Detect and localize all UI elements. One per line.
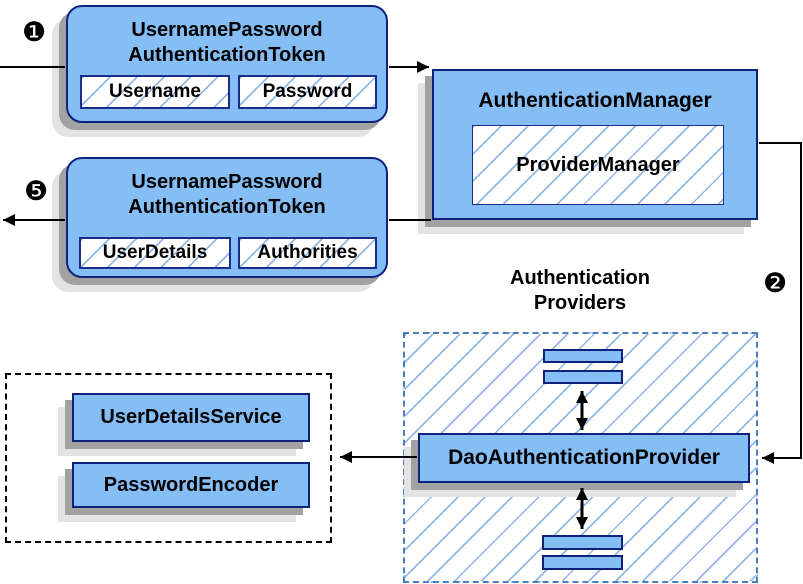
password-field-label: Password <box>262 81 353 102</box>
dao-authentication-provider-box: DaoAuthenticationProvider <box>418 433 750 483</box>
username-field-label: Username <box>109 81 201 102</box>
result-token-box: UsernamePassword AuthenticationToken Use… <box>66 157 388 278</box>
password-encoder-label: PasswordEncoder <box>103 473 279 496</box>
provider-placeholder-bar <box>542 555 623 570</box>
authentication-manager-box: AuthenticationManager ProviderManager <box>432 69 758 220</box>
request-token-title-line2: AuthenticationToken <box>128 44 326 66</box>
step-2-badge: ❷ <box>763 268 788 298</box>
providers-group-label: Authentication Providers <box>440 266 720 316</box>
user-details-service-box: UserDetailsService <box>72 393 310 442</box>
password-field-box: Password <box>238 75 377 109</box>
result-token-title: UsernamePassword AuthenticationToken <box>68 170 386 220</box>
providers-label-line2: Providers <box>533 292 627 314</box>
authentication-manager-title: AuthenticationManager <box>478 89 712 112</box>
request-token-title: UsernamePassword AuthenticationToken <box>68 18 386 68</box>
provider-manager-label: ProviderManager <box>516 153 680 176</box>
result-token-title-line2: AuthenticationToken <box>128 196 326 218</box>
authorities-field-box: Authorities <box>238 237 377 269</box>
dao-authentication-provider-label: DaoAuthenticationProvider <box>448 446 720 469</box>
step-5-badge: ❺ <box>24 176 49 206</box>
result-token-title-line1: UsernamePassword <box>131 171 323 193</box>
providers-label-line1: Authentication <box>510 267 650 289</box>
step-1-badge: ❶ <box>22 17 47 47</box>
userdetails-field-box: UserDetails <box>79 237 231 269</box>
provider-placeholder-bar <box>542 535 623 550</box>
request-token-box: UsernamePassword AuthenticationToken Use… <box>66 5 388 123</box>
password-encoder-box: PasswordEncoder <box>72 462 310 508</box>
userdetails-field-label: UserDetails <box>102 242 208 263</box>
user-details-service-label: UserDetailsService <box>100 406 282 428</box>
manager-to-dao-arrow <box>759 142 802 464</box>
request-token-title-line1: UsernamePassword <box>131 19 323 41</box>
authorities-field-label: Authorities <box>257 242 358 263</box>
provider-placeholder-bar <box>543 349 623 363</box>
provider-placeholder-bar <box>543 370 623 384</box>
provider-manager-box: ProviderManager <box>472 125 724 205</box>
username-field-box: Username <box>80 75 230 109</box>
